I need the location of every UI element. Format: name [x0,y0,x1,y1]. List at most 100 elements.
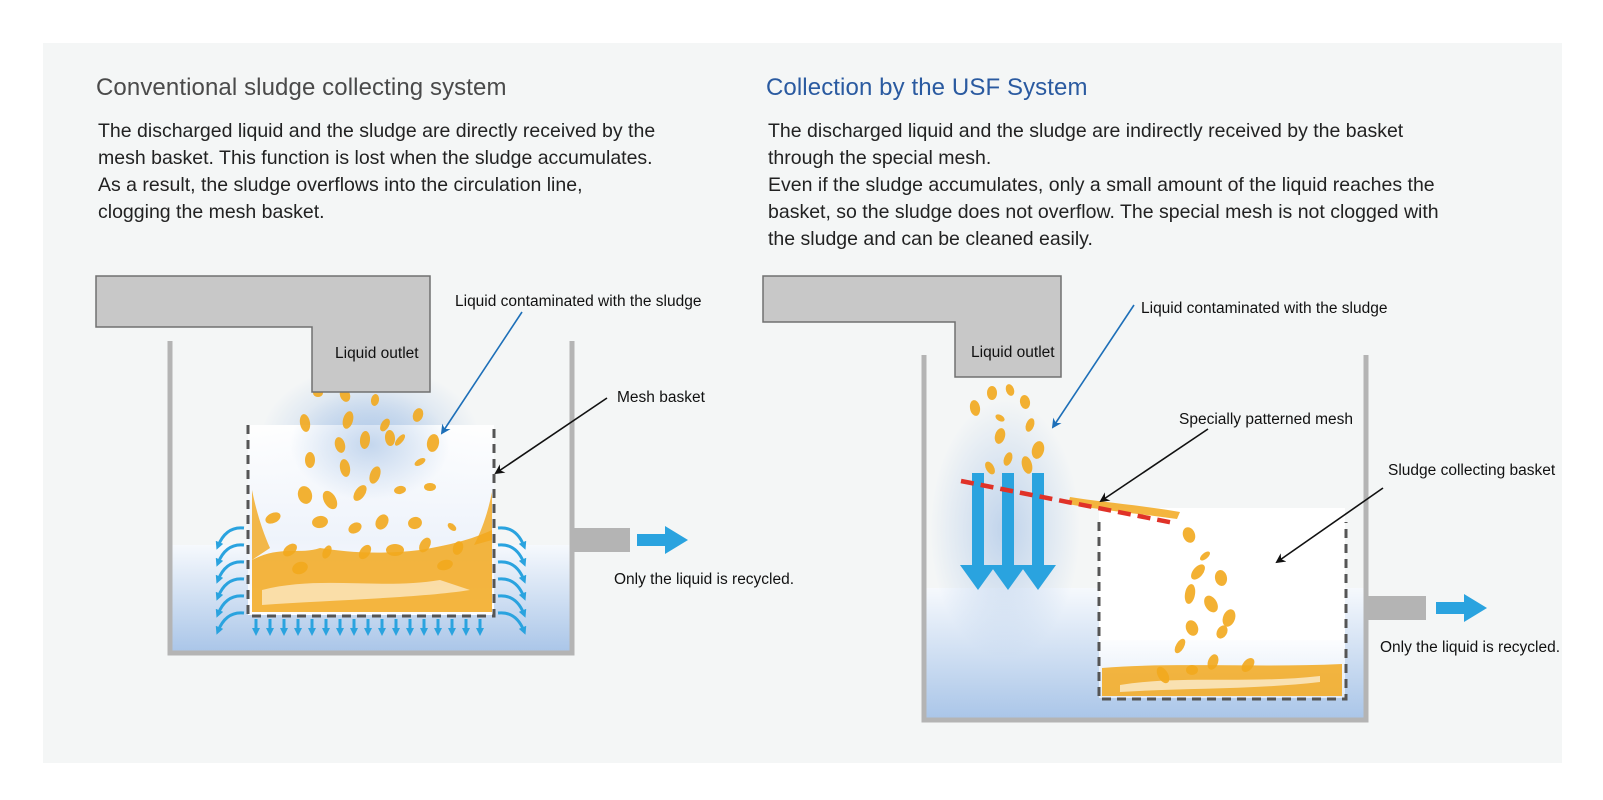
right-title: Collection by the USF System [766,74,1088,101]
sludge-particle [386,544,404,556]
sludge-particle [408,516,422,530]
sludge-particle [334,437,346,453]
sludge-particle [1222,609,1236,627]
collecting-basket-leader [1275,487,1384,564]
special-mesh [960,478,1175,526]
right-description: The discharged liquid and the sludge are… [768,118,1548,253]
left-mist-core [290,390,450,500]
left-recycle-arrow [637,526,688,554]
left-description: The discharged liquid and the sludge are… [98,118,718,226]
sludge-particle [969,400,981,416]
left-description-line: The discharged liquid and the sludge are… [98,120,656,142]
right-outlet-pipe [1366,596,1426,620]
sludge-particle [380,418,390,432]
sludge-particle [414,458,426,466]
right-sludge-particles [969,384,1255,684]
flow-arrow [497,560,527,584]
sludge-particle [292,561,308,575]
right-sludge-highlight [1120,676,1320,692]
sludge-particle [1174,638,1186,654]
flow-arrow [215,560,245,584]
sludge-particle [987,386,997,400]
right-contaminated-label: Liquid contaminated with the sludge [1141,300,1387,317]
flow-arrow [215,526,245,550]
sludge-particle [1241,658,1255,672]
sludge-particle [1216,625,1228,639]
left-flow-arrows [215,526,527,636]
down-arrow [1020,473,1056,590]
flow-arrow [497,594,527,618]
left-recycled-label: Only the liquid is recycled. [614,571,794,588]
sludge-particle [305,452,315,468]
sludge-particle [353,485,367,501]
right-recycled-label: Only the liquid is recycled. [1380,639,1560,656]
left-mesh-leader [494,397,608,475]
right-recycle-arrow [1436,594,1487,622]
sludge-particle [1182,527,1196,543]
sludge-particle [322,545,332,559]
special-mesh-leader [1099,428,1209,503]
sludge-particle [1191,564,1205,580]
flow-arrow [497,611,527,635]
sludge-particle [995,414,1005,422]
sludge-collecting-basket [1097,522,1348,701]
flow-arrow [497,526,527,550]
left-sludge-side-left [252,490,270,560]
sludge-particle [447,523,457,531]
right-liquid-outlet-label: Liquid outlet [971,344,1055,361]
sludge-particle [437,559,453,571]
sludge-particle [265,512,281,524]
sludge-particle [359,431,371,449]
sludge-particle [1207,654,1219,670]
right-description-line: the sludge and can be cleaned easily. [768,228,1093,250]
right-description-line: Even if the sludge accumulates, only a s… [768,174,1435,196]
sludge-particle [1184,584,1196,604]
right-tank [921,355,1369,723]
sludge-particle [1185,620,1199,636]
sludge-particle [384,430,396,446]
left-title: Conventional sludge collecting system [96,74,507,101]
sludge-particle [322,490,338,510]
sludge-particle [348,522,362,534]
sludge-particle [424,483,436,491]
sludge-particle [994,428,1006,444]
sludge-particle [1005,384,1015,396]
left-mesh-basket-label: Mesh basket [617,389,706,406]
left-sludge-highlight [262,580,470,605]
sludge-particle [419,537,431,553]
flow-arrow [215,594,245,618]
left-outlet-pipe [572,528,630,552]
sludge-particle [1156,666,1170,684]
flow-arrow [497,543,527,567]
sludge-particle [297,486,313,504]
sludge-particle [452,541,464,555]
flow-arrow [497,577,527,601]
sludge-particle [342,411,354,429]
sludge-particle [1003,452,1013,466]
sludge-particle [1204,595,1218,613]
right-contaminated-leader [1051,304,1135,429]
sludge-particle [358,544,372,560]
sludge-particle [1021,456,1033,474]
left-description-line: As a result, the sludge overflows into t… [98,174,583,196]
left-description-line: clogging the mesh basket. [98,201,325,223]
left-tank [167,341,575,656]
sludge-particle [985,461,995,475]
left-description-line: mesh basket. This function is lost when … [98,147,653,169]
sludge-particle [369,466,381,484]
sludge-particle [1025,418,1035,432]
right-down-arrows [960,473,1056,590]
left-diagram: Liquid outlet Liquid contaminated with t… [95,275,794,656]
sludge-particle [394,485,406,495]
left-inlet-pipe [95,275,431,393]
sludge-particle [1031,441,1045,459]
sludge-particle [370,394,380,406]
sludge-particle [312,515,328,529]
flow-arrow [215,577,245,601]
sludge-particle [1214,570,1228,586]
sludge-particle [375,514,389,530]
left-contaminated-label: Liquid contaminated with the sludge [455,293,701,310]
sludge-particle [339,459,351,477]
left-contaminated-leader [440,311,523,435]
